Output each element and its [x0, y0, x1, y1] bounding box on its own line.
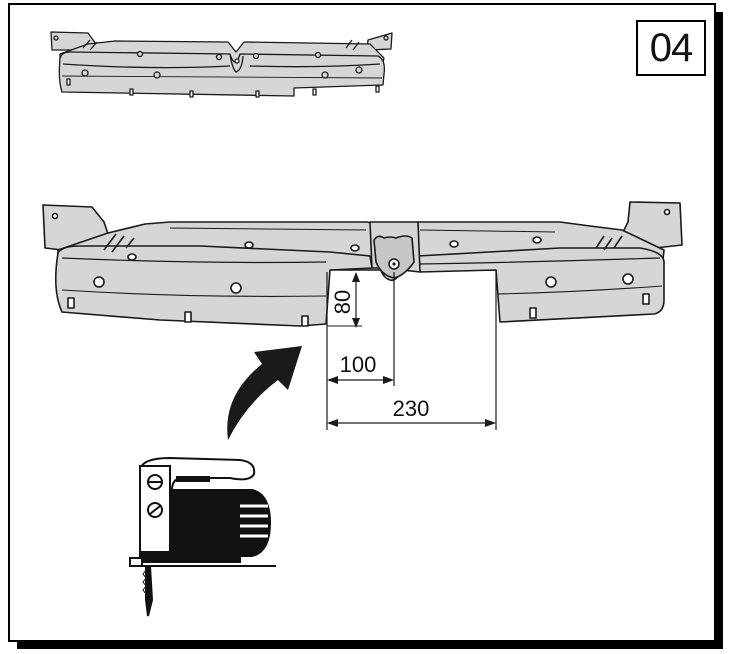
bumper-overview: [50, 31, 393, 98]
sheet-frame: [8, 3, 723, 649]
step-number: 04: [636, 20, 706, 76]
dimension-lines: [326, 272, 497, 430]
bumper-detail: [42, 201, 683, 327]
curved-arrow-icon: [227, 346, 302, 440]
dimension-height-label: 80: [330, 290, 355, 314]
dimension-offset-label: 100: [340, 352, 377, 377]
jigsaw-icon: [129, 456, 276, 617]
dimension-width-label: 230: [393, 396, 430, 421]
